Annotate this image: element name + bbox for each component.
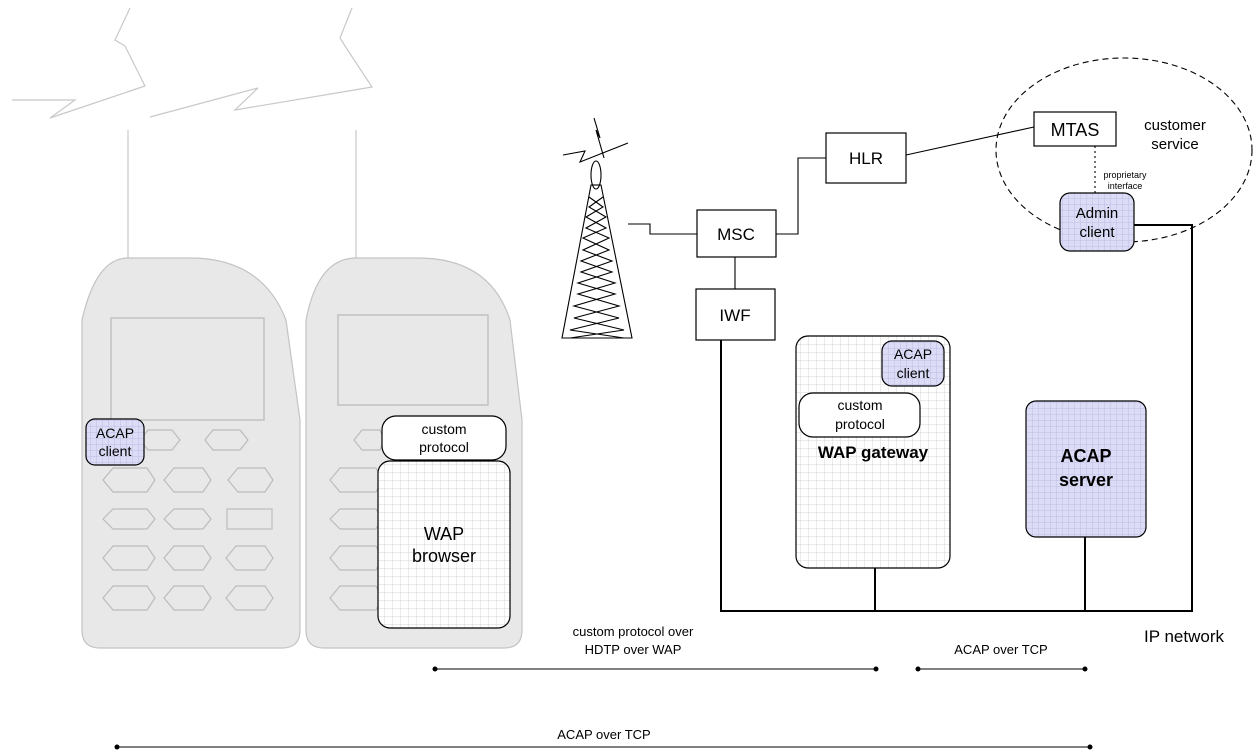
phone1-antenna [12, 7, 146, 258]
gateway-acap-client-line2: client [897, 365, 930, 381]
gateway-custom-protocol-line2: protocol [835, 416, 885, 432]
wap-gateway-label: WAP gateway [818, 443, 929, 462]
wap-browser-line2: browser [412, 546, 476, 566]
ip-network-bus [720, 224, 1193, 612]
acap-server-line2: server [1059, 470, 1113, 490]
acap-server-node: ACAP server [1025, 400, 1147, 538]
gateway-acap-client-line1: ACAP [894, 346, 932, 362]
mtas-node: MTAS [1033, 111, 1117, 147]
span-acap-short: ACAP over TCP [915, 642, 1088, 672]
phone-1: ACAP client [81, 257, 301, 649]
msc-label: MSC [717, 225, 755, 244]
admin-client-line2: client [1079, 224, 1115, 241]
gateway-custom-protocol-line1: custom [837, 397, 882, 413]
phone2-antenna [149, 7, 374, 258]
iwf-label: IWF [719, 306, 750, 325]
phone-2-custom-protocol-line2: protocol [419, 439, 469, 455]
phone-2-custom-protocol [381, 415, 507, 461]
admin-client-node: Admin client [1059, 192, 1135, 252]
span-acap-short-label: ACAP over TCP [954, 642, 1047, 657]
hlr-label: HLR [849, 149, 883, 168]
wap-browser-line1: WAP [424, 524, 464, 544]
phone-2-screen [337, 314, 489, 406]
phone-2-keypad [329, 429, 385, 611]
span-acap-long-label: ACAP over TCP [557, 727, 650, 742]
ip-network-label: IP network [1144, 627, 1225, 646]
admin-client-line1: Admin [1076, 205, 1119, 222]
proprietary-interface-line1: proprietary [1103, 170, 1147, 180]
hlr-node: HLR [825, 132, 907, 184]
phone-1-screen [110, 317, 265, 421]
acap-server-line1: ACAP [1060, 446, 1111, 466]
phone-2-custom-protocol-line1: custom [421, 421, 466, 437]
customer-service-area: customer service [995, 57, 1253, 243]
msc-node: MSC [696, 209, 777, 258]
gateway-acap-client [881, 340, 945, 387]
phone-1-keypad [102, 429, 274, 611]
proprietary-interface-line2: interface [1108, 181, 1143, 191]
customer-service-line1: customer [1144, 117, 1206, 134]
gateway-custom-protocol [798, 392, 921, 438]
phone-2: custom protocol WAP browser [305, 257, 523, 649]
customer-service-line2: service [1151, 136, 1199, 153]
wap-browser [377, 460, 511, 629]
span-hdtp-line1: custom protocol over [573, 624, 694, 639]
phone-1-acap-client-line1: ACAP [96, 425, 134, 441]
phone-1-acap-client-line2: client [99, 443, 132, 459]
span-hdtp-line2: HDTP over WAP [585, 642, 682, 657]
mtas-label: MTAS [1051, 120, 1100, 140]
wap-gateway-node: ACAP client custom protocol WAP gateway [795, 335, 951, 569]
span-hdtp: custom protocol over HDTP over WAP [432, 624, 879, 672]
radio-tower-icon [561, 117, 633, 339]
phone-1-acap-client [85, 418, 145, 466]
iwf-node: IWF [695, 288, 776, 341]
span-acap-long: ACAP over TCP [114, 727, 1093, 750]
network-links [628, 126, 1096, 289]
